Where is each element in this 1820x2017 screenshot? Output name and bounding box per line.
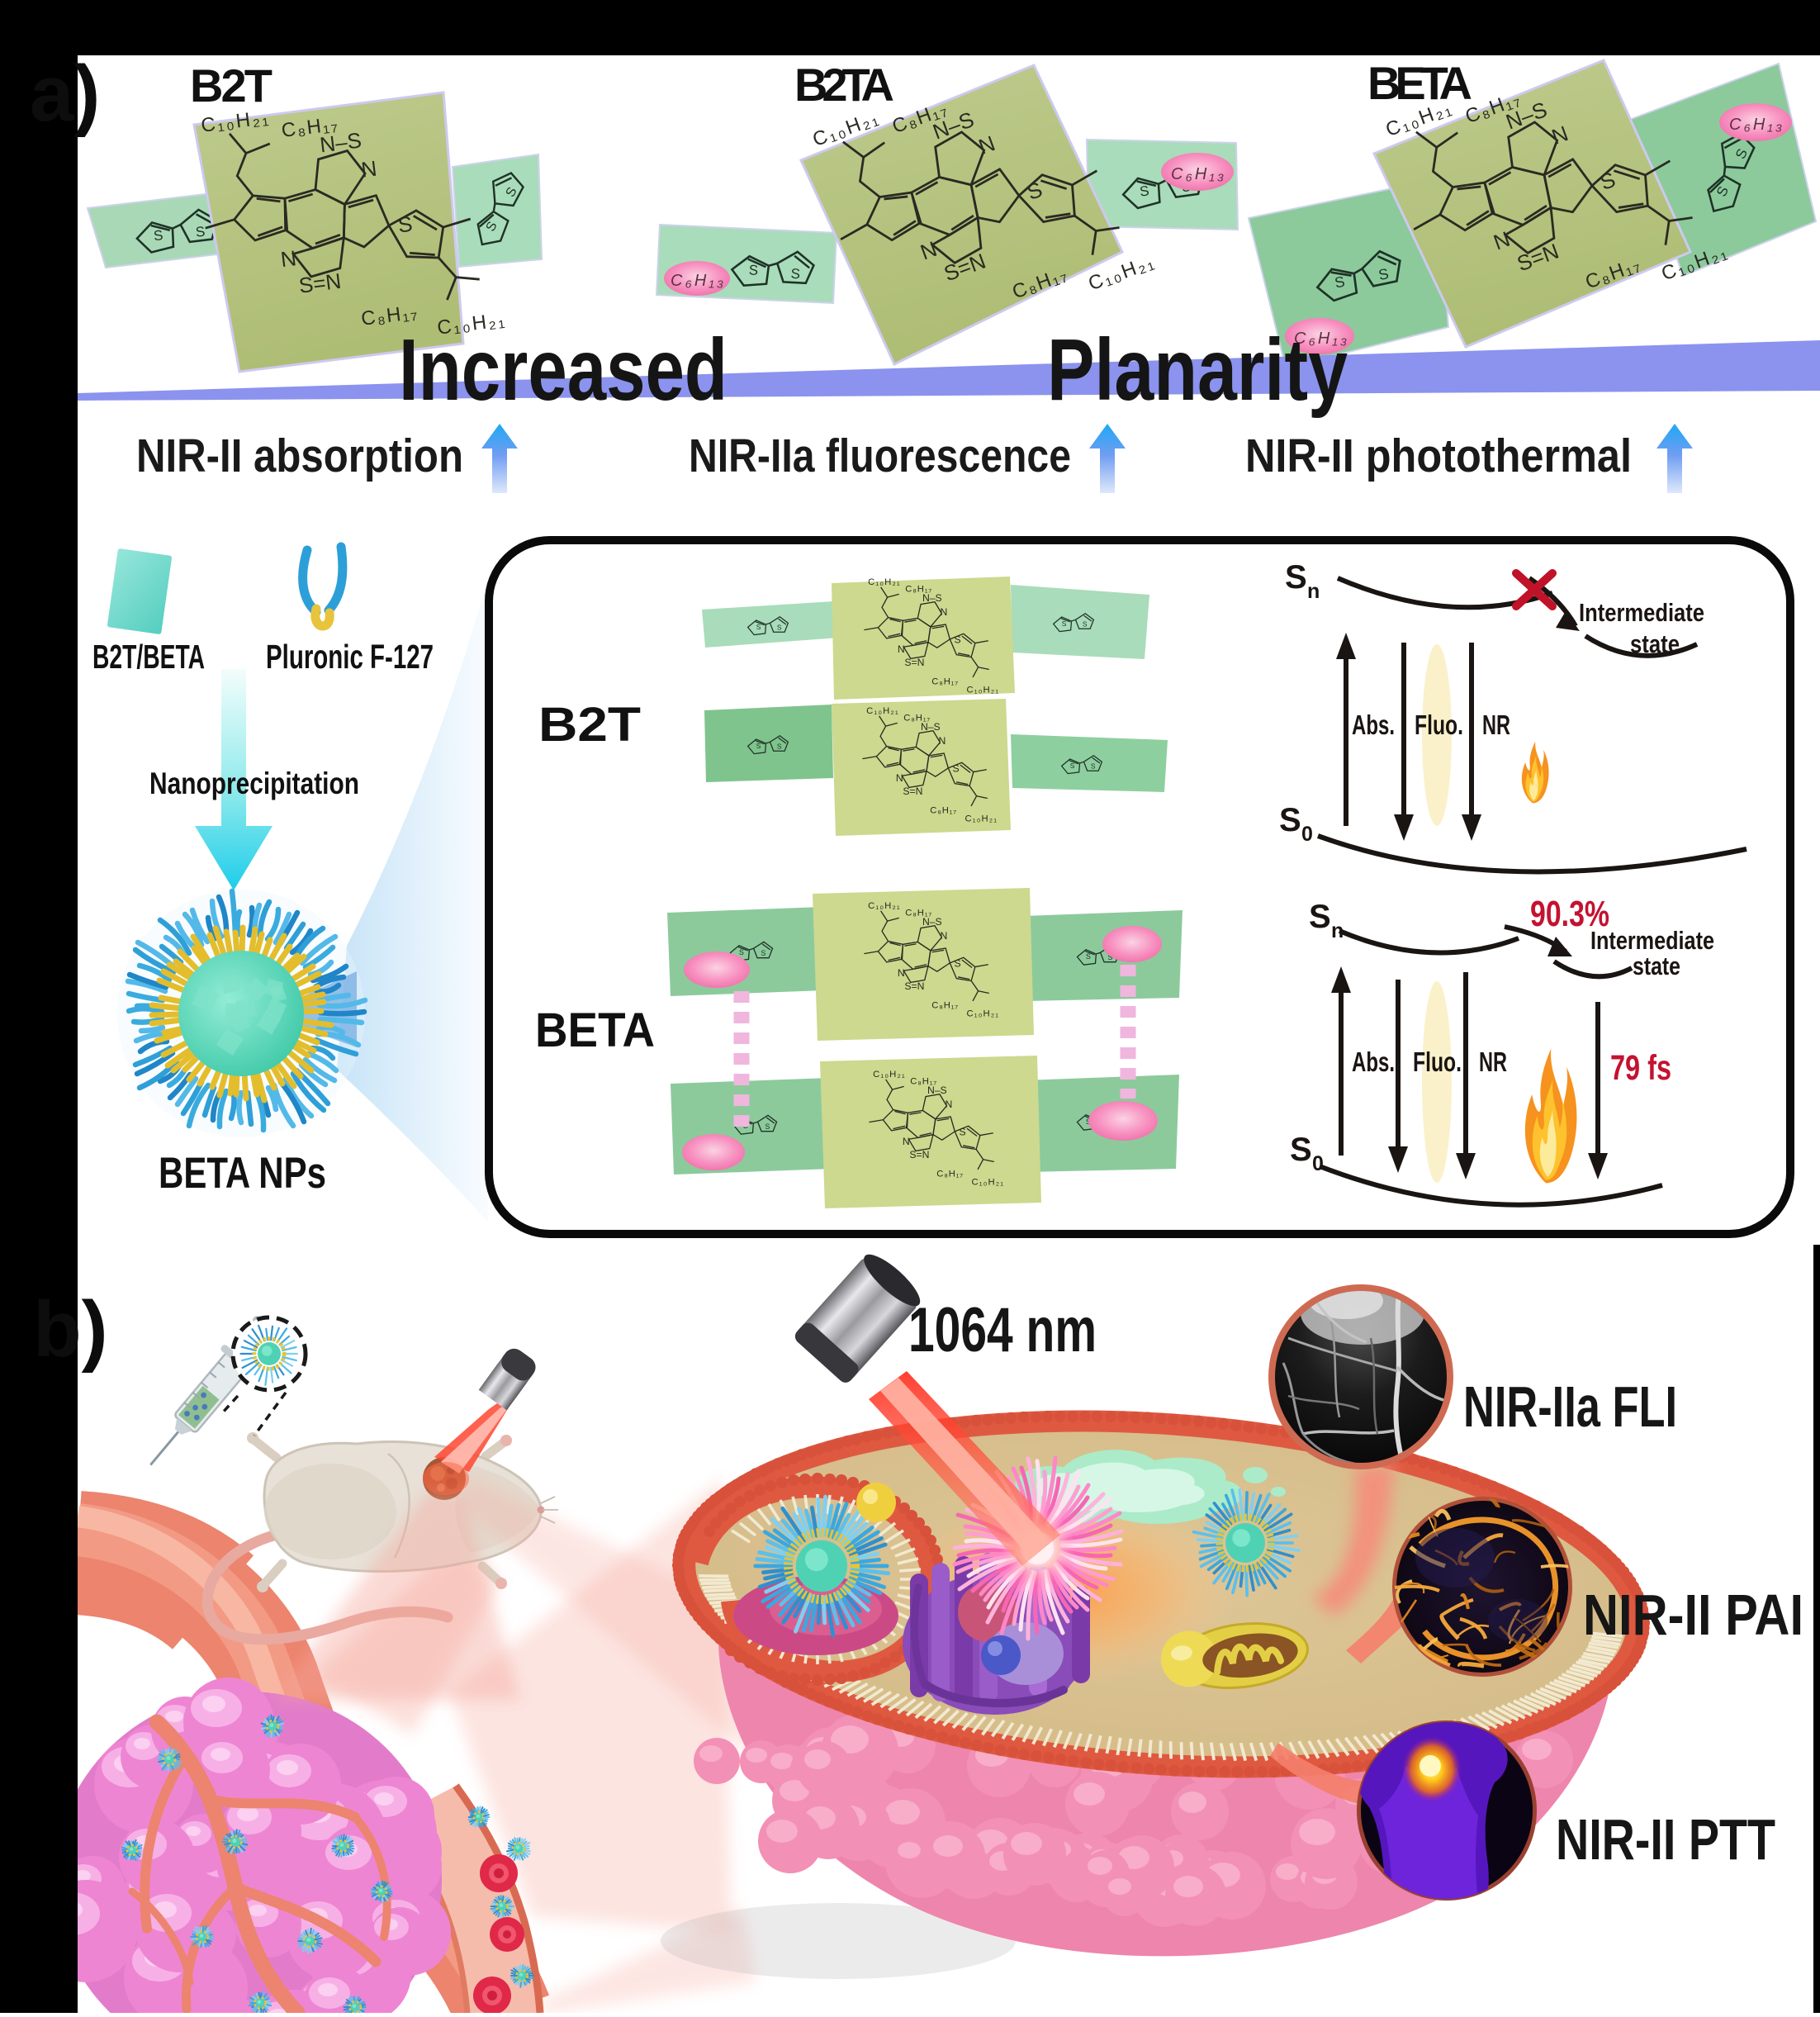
svg-text:1064 nm: 1064 nm	[908, 1295, 1097, 1365]
svg-text:Abs.: Abs.	[1352, 710, 1395, 740]
svg-text:BETA: BETA	[1367, 57, 1472, 109]
svg-text:n: n	[1307, 580, 1320, 603]
svg-text:a): a)	[30, 50, 100, 138]
svg-text:S: S	[1285, 559, 1307, 596]
svg-text:b): b)	[33, 1285, 108, 1374]
svg-text:B2T: B2T	[190, 59, 273, 112]
svg-text:NR: NR	[1482, 710, 1510, 740]
svg-text:Fluo.: Fluo.	[1413, 1046, 1462, 1077]
svg-text:NIR-II PTT: NIR-II PTT	[1556, 1807, 1775, 1872]
svg-text:state: state	[1630, 629, 1680, 658]
svg-text:B2T: B2T	[538, 698, 641, 752]
svg-text:NIR-II absorption: NIR-II absorption	[136, 430, 463, 482]
svg-text:NIR-II photothermal: NIR-II photothermal	[1245, 430, 1632, 482]
svg-text:Pluronic F-127: Pluronic F-127	[266, 638, 434, 676]
svg-text:B2TA: B2TA	[794, 59, 894, 111]
svg-text:NIR-IIa FLI: NIR-IIa FLI	[1463, 1374, 1677, 1439]
svg-text:BETA NPs: BETA NPs	[159, 1149, 326, 1198]
svg-text:S: S	[1290, 1132, 1312, 1168]
svg-text:Intermediate: Intermediate	[1579, 598, 1704, 627]
svg-text:Fluo.: Fluo.	[1415, 710, 1463, 740]
svg-text:NIR-II PAI: NIR-II PAI	[1583, 1583, 1803, 1647]
svg-text:Increased: Increased	[399, 321, 728, 419]
svg-text:Abs.: Abs.	[1352, 1046, 1395, 1077]
svg-text:NIR-IIa fluorescence: NIR-IIa fluorescence	[689, 430, 1071, 482]
svg-text:Intermediate: Intermediate	[1590, 926, 1714, 955]
svg-text:Planarity: Planarity	[1047, 321, 1348, 419]
svg-text:B2T/BETA: B2T/BETA	[92, 638, 205, 676]
svg-text:n: n	[1331, 919, 1344, 942]
svg-text:0: 0	[1301, 823, 1313, 846]
svg-text:Nanoprecipitation: Nanoprecipitation	[149, 766, 359, 800]
svg-text:BETA: BETA	[535, 1004, 655, 1057]
svg-text:NR: NR	[1479, 1046, 1507, 1077]
svg-text:79 fs: 79 fs	[1610, 1048, 1671, 1088]
svg-text:S: S	[1309, 899, 1331, 935]
svg-text:0: 0	[1312, 1152, 1324, 1175]
svg-text:S: S	[1279, 802, 1301, 838]
svg-text:90.3%: 90.3%	[1530, 894, 1609, 934]
svg-text:state: state	[1633, 952, 1680, 980]
